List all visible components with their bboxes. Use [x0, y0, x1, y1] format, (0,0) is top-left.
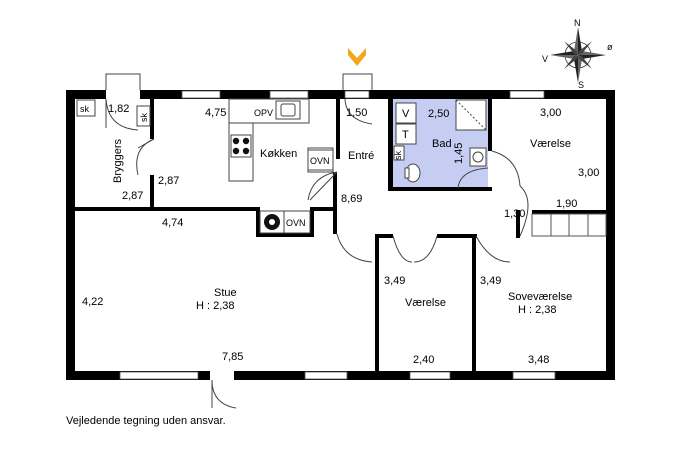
bad-width: 2,50 [428, 108, 449, 120]
stue-width: 7,85 [222, 351, 243, 363]
stove-fireplace-icon [259, 210, 311, 234]
bryggers-entry [105, 73, 141, 131]
label-ovn-1: OVN [310, 156, 330, 166]
stue-top-width: 4,74 [162, 217, 183, 229]
gang-b: 1,90 [556, 198, 577, 210]
kokken-width: 4,75 [205, 107, 226, 119]
vaerelse2-width: 2,40 [413, 354, 434, 366]
bad-length: 1,45 [453, 143, 465, 164]
label-t: T [402, 129, 409, 141]
kitchen-oven-box [307, 149, 334, 171]
gang-a: 1,30 [504, 208, 525, 220]
bryggers-name: Bryggers [112, 138, 124, 183]
vaerelse2-length: 3,49 [384, 275, 405, 287]
interior-doors [136, 138, 529, 263]
vaerelse1-length: 3,00 [578, 167, 599, 179]
label-ovn-2: OVN [286, 218, 306, 228]
bathroom-fixtures [393, 99, 487, 183]
vaerelse1-width: 3,00 [540, 107, 561, 119]
entre-width: 1,50 [346, 107, 367, 119]
wardrobe [531, 213, 607, 237]
sovevaerelse-length: 3,49 [480, 275, 501, 287]
entrance-marker-icon [348, 48, 366, 66]
sovevaerelse-width: 3,48 [528, 354, 549, 366]
compass-icon [550, 27, 606, 83]
windows [119, 90, 556, 380]
label-opv: OPV [254, 108, 273, 118]
kokken-name: Køkken [260, 148, 297, 160]
cupboards [76, 99, 151, 127]
vaerelse1-name: Værelse [530, 138, 571, 150]
vaerelse2-name: Værelse [405, 297, 446, 309]
compass-v: V [542, 54, 548, 64]
label-sk-2: sk [139, 113, 149, 123]
bad-name: Bad [432, 138, 452, 150]
compass-n: N [574, 18, 581, 28]
sovevaerelse-name: Soveværelse [508, 291, 572, 303]
outer-door-openings [106, 89, 234, 381]
inner-walls [75, 99, 606, 371]
entry-porch [342, 73, 373, 125]
stue-terrace-door [211, 379, 237, 409]
stue-name: Stue [214, 287, 237, 299]
entre-length: 8,69 [341, 193, 362, 205]
kokken-length: 2,87 [158, 175, 179, 187]
bryggers-width: 1,82 [108, 103, 129, 115]
stue-length: 4,22 [82, 296, 103, 308]
entre-name: Entré [348, 150, 374, 162]
bryggers-length: 2,87 [122, 190, 143, 202]
label-sk-1: sk [80, 104, 90, 114]
label-v: V [402, 108, 410, 120]
sovevaerelse-height: H : 2,38 [518, 304, 557, 316]
disclaimer-text: Vejledende tegning uden ansvar. [66, 415, 226, 427]
compass-o: ø [607, 42, 613, 52]
stove-icon [230, 134, 252, 158]
compass-s: S [578, 80, 584, 90]
stue-height: H : 2,38 [196, 300, 235, 312]
label-sk-3: sk [393, 151, 403, 161]
outer-walls [66, 90, 615, 380]
